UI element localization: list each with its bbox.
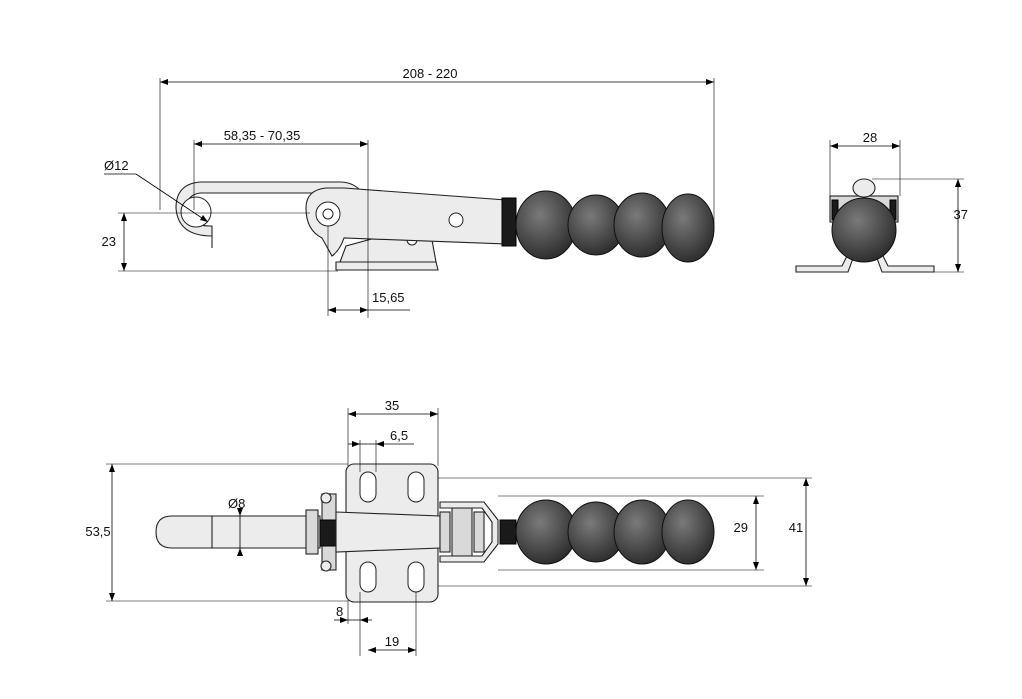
hook-eye	[180, 196, 212, 228]
dim-slot-pitch: 19	[385, 634, 399, 649]
dim-pivot-height: 23	[102, 234, 116, 249]
slot	[359, 561, 377, 593]
dim-side-width: 28	[863, 130, 877, 145]
dim-slot-offset: 8	[336, 604, 343, 619]
lever	[305, 187, 509, 257]
grip-side	[501, 190, 715, 263]
dim-total-length: 208 - 220	[403, 66, 458, 81]
dim-pin-diameter: Ø8	[228, 496, 245, 511]
dim-overall-width: 53,5	[85, 524, 110, 539]
dim-base-offset: 15,65	[372, 290, 405, 305]
base-plate	[335, 261, 439, 271]
slot	[407, 471, 425, 503]
slot	[407, 561, 425, 593]
slot	[359, 471, 377, 503]
lever-hole	[448, 212, 464, 228]
top-lever	[335, 511, 441, 553]
dim-inner-width: 29	[734, 520, 748, 535]
pivot-inner	[322, 208, 334, 220]
dim-hook-diameter: Ø12	[104, 158, 129, 173]
side-view: 208 - 220 58,35 - 70,35 Ø12 23 15,65	[102, 66, 715, 318]
pin-rod	[155, 515, 321, 549]
dim-base-length: 35	[385, 398, 399, 413]
dim-outer-width: 41	[789, 520, 803, 535]
dim-hook-reach: 58,35 - 70,35	[224, 128, 301, 143]
top-view: 35 6,5 Ø8 53,5 29 41	[85, 398, 812, 656]
dim-side-height: 37	[954, 207, 968, 222]
end-grip	[831, 197, 897, 263]
dim-slot-spacing: 6,5	[390, 428, 408, 443]
end-view: 28 37	[795, 130, 968, 273]
grip-top	[499, 499, 715, 565]
